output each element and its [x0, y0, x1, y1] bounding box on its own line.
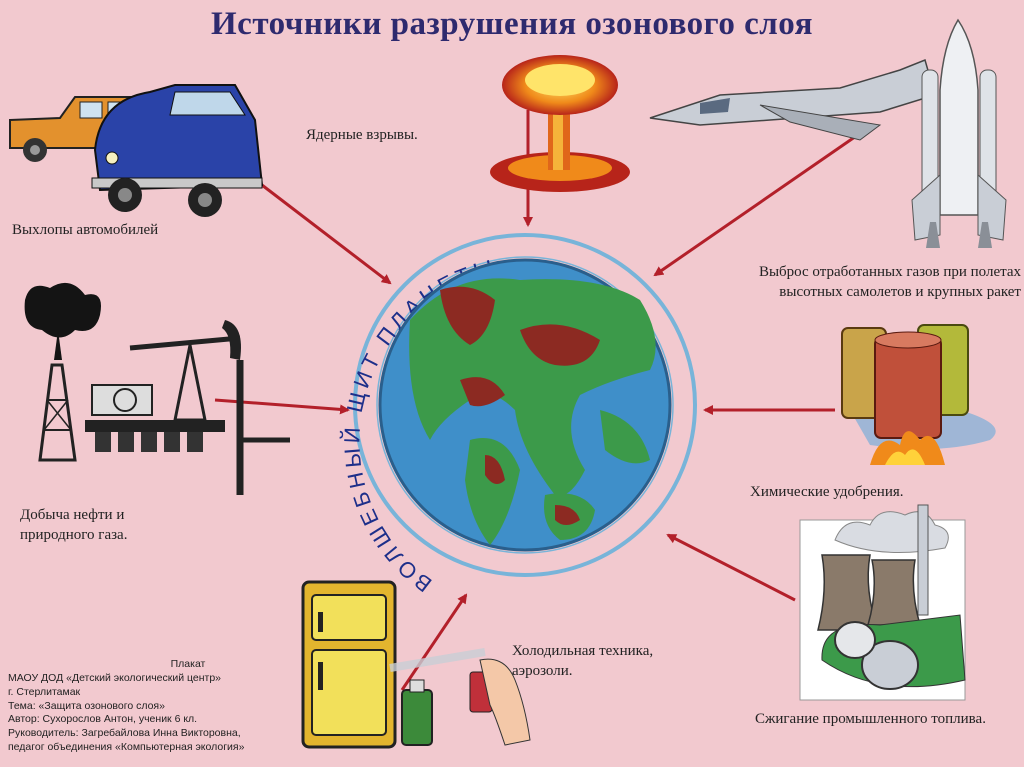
- chemical-barrels-icon: [841, 324, 996, 465]
- cars-icon: [9, 84, 264, 217]
- nuclear-explosion-icon: [490, 55, 630, 192]
- credits-author: Автор: Сухорослов Антон, ученик 6 кл.: [8, 713, 198, 726]
- label-fridge-line1: Холодильная техника,: [512, 643, 654, 659]
- label-aircraft: Выброс отработанных газов при полетах вы…: [733, 262, 1021, 303]
- aircraft-rocket-icon: [649, 18, 1007, 248]
- arrow-aircraft: [653, 130, 863, 277]
- credits-theme: Тема: «Защита озонового слоя»: [8, 699, 165, 712]
- poster-credits: Плакат МАОУ ДОД «Детский экологический ц…: [8, 658, 298, 755]
- earth-globe-icon: [378, 258, 672, 552]
- label-fridge: Холодильная техника, аэрозоли.: [512, 641, 653, 682]
- label-fridge-line2: аэрозоли.: [512, 663, 573, 680]
- arrow-oil: [214, 398, 350, 415]
- credits-city: г. Стерлитамак: [8, 685, 81, 698]
- label-oil-line1: Добыча нефти и: [20, 507, 125, 523]
- label-aircraft-line2: высотных самолетов и крупных ракет: [779, 284, 1021, 301]
- credits-org: МАОУ ДОД «Детский экологический центр»: [8, 671, 222, 684]
- credits-supervisor: Руководитель: Загребайлова Инна Викторов…: [8, 727, 241, 740]
- credits-head: Плакат: [170, 658, 206, 670]
- label-industry: Сжигание промышленного топлива.: [755, 711, 986, 727]
- label-cars: Выхлопы автомобилей: [12, 222, 159, 238]
- refrigerator-aerosol-icon: [301, 580, 531, 749]
- poster-title: Источники разрушения озонового слоя: [211, 6, 813, 42]
- credits-supervisor-role: педагог объединения «Компьютерная эколог…: [8, 741, 245, 754]
- industrial-plant-icon: [799, 504, 966, 701]
- label-oil-line2: природного газа.: [20, 527, 128, 544]
- label-aircraft-line1: Выброс отработанных газов при полетах: [758, 264, 1021, 280]
- oil-gas-extraction-icon: [24, 282, 290, 495]
- label-oil: Добыча нефти и природного газа.: [20, 505, 127, 546]
- ozone-ring: [353, 233, 697, 577]
- label-chemicals: Химические удобрения.: [750, 484, 904, 500]
- label-nuclear: Ядерные взрывы.: [306, 127, 418, 143]
- arrow-industry: [666, 533, 796, 602]
- arrow-cars: [257, 180, 392, 285]
- arrow-fridge: [400, 593, 468, 691]
